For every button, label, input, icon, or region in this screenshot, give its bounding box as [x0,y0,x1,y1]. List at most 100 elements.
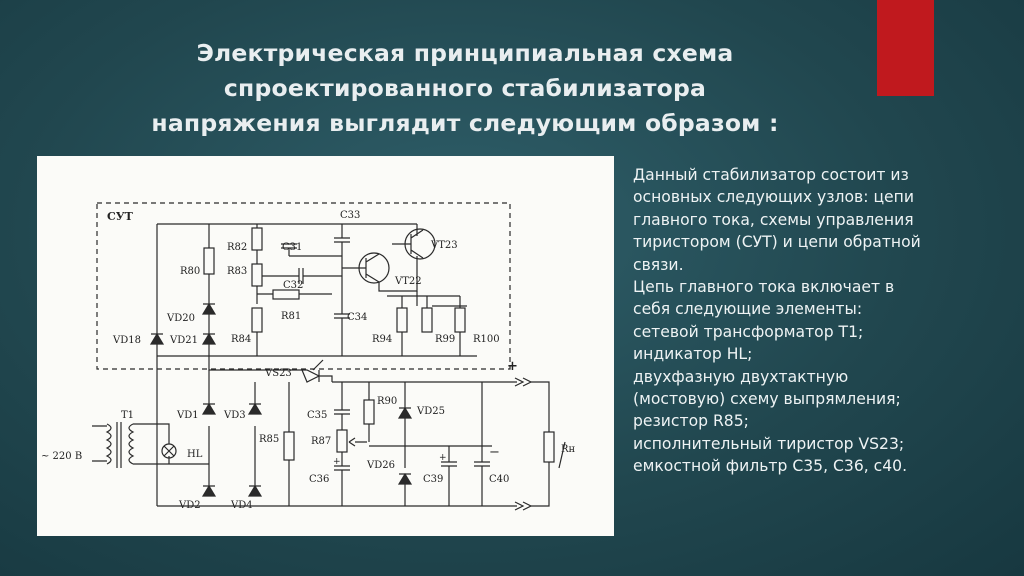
diode [149,332,165,345]
label-vd3: VD3 [223,410,246,421]
description-line: основных следующих узлов: цепи [633,188,914,207]
label-t1: T1 [121,410,134,421]
label-r82: R82 [227,242,247,253]
label-c39-plus: + [439,453,447,463]
label-r85: R85 [259,434,279,445]
resistor [283,431,295,461]
label-c39: C39 [423,474,443,485]
description-line: индикатор HL; [633,345,753,364]
resistor [454,307,466,333]
label-hl: HL [187,449,203,460]
transformer-primary [105,423,112,465]
label-c31: C31 [282,242,302,253]
capacitor [334,276,350,356]
resistor [421,307,433,333]
description-line: резистор R85; [633,412,749,431]
wire [531,381,550,507]
label-r80: R80 [180,266,200,277]
description-line: себя следующие элементы: [633,300,863,319]
diode [201,302,217,315]
description-line: сетевой трансформатор Т1; [633,322,864,341]
description-line: (мостовую) схему выпрямления; [633,390,901,409]
resistor [251,307,263,333]
label-plus: + [507,359,518,374]
wire [416,291,467,307]
wire [387,295,461,356]
description-line: связи. [633,255,684,274]
label-vd25: VD25 [416,406,445,417]
label-vd20: VD20 [166,313,195,324]
resistor-load [543,431,555,463]
diode [247,484,263,497]
slide-title: Электрическая принципиальная схема спрое… [40,36,890,141]
diode [397,382,413,468]
label-c36: C36 [309,474,329,485]
wire [92,425,107,462]
label-c36-plus: + [333,457,341,467]
resistor [363,399,375,425]
control-block [96,202,511,370]
capacitor [334,224,350,276]
load-arrow [558,441,566,469]
label-r87: R87 [311,436,331,447]
label-c33: C33 [340,210,360,221]
diode [201,402,217,415]
label-r94: R94 [372,334,392,345]
label-r99: R99 [435,334,455,345]
label-c34: C34 [347,312,367,323]
terminal [514,377,533,387]
description-line: исполнительный тиристор VS23; [633,434,905,453]
wire [208,370,256,486]
label-vd21: VD21 [169,335,198,346]
resistor [251,263,263,287]
resistor [251,227,263,251]
diode [201,316,217,356]
thyristor-vs23 [301,359,333,383]
label-r81: R81 [281,311,301,322]
label-r100: R100 [473,334,500,345]
wire [208,356,517,383]
diode [201,484,217,497]
label-mains: ~ 220 В [41,451,82,462]
description-text: Данный стабилизатор состоит из основных … [633,164,1013,478]
label-rn: Rн [561,444,576,455]
wire [157,463,517,507]
resistor [396,307,408,333]
capacitor [262,268,342,284]
wire [157,423,170,464]
capacitor [474,382,490,506]
circuit-schematic: СУТ C33 VT23 VT22 R82 R83 C31 R80 C32 [37,156,614,536]
label-c35: C35 [307,410,327,421]
label-c40: C40 [489,474,509,485]
label-vt22: VT22 [394,276,422,287]
control-block-label: СУТ [107,210,134,223]
description-line: главного тока, схемы управления [633,210,914,229]
transformer-core [116,422,122,468]
label-vs23: VS23 [264,368,292,379]
label-vd1: VD1 [176,410,199,421]
description-line: Цепь главного тока включает в [633,278,895,297]
resistor [272,289,300,300]
terminal [514,501,533,511]
description-line: двухфазную двухтактную [633,367,849,386]
description-line: емкостной фильтр С35, С36, с40. [633,457,908,476]
potentiometer-wiper [348,437,367,447]
resistor [336,429,348,453]
label-vd26: VD26 [366,460,395,471]
capacitor [281,243,342,257]
title-line: спроектированного стабилизатора [223,74,707,102]
label-vt23: VT23 [430,240,458,251]
label-minus: − [489,445,500,460]
diode [397,472,413,506]
label-r84: R84 [231,334,251,345]
resistor [203,247,215,275]
capacitor [334,452,350,506]
transistor-leads [392,229,424,259]
description-line: Данный стабилизатор состоит из [633,166,909,184]
label-r90: R90 [377,396,397,407]
capacitor [441,446,457,506]
accent-bar [877,0,934,96]
transistor-leads [342,253,418,292]
title-line: Электрическая принципиальная схема [196,39,734,67]
capacitor [334,382,350,430]
